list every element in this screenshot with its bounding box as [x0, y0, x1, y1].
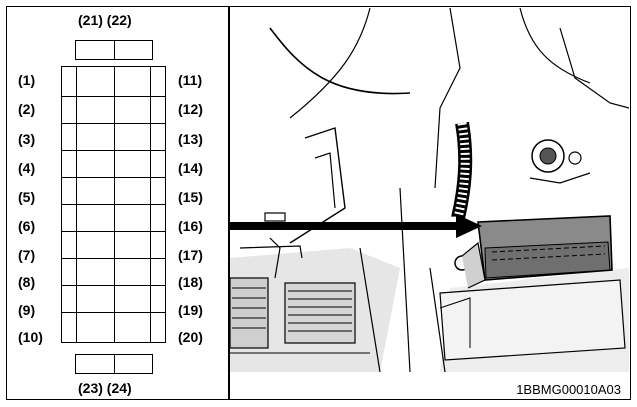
pedal-right: [284, 282, 356, 344]
bottom-fuse-labels: (23) (24): [78, 380, 132, 396]
bottom-fuse-pair: [75, 354, 153, 374]
top-fuse-labels: (21) (22): [78, 12, 132, 28]
fuse-label-19: (19): [178, 302, 203, 318]
figure-frame: [6, 6, 631, 400]
fuse-grid: [61, 66, 166, 343]
fuse-label-15: (15): [178, 189, 203, 205]
fuse-label-7: (7): [18, 247, 36, 263]
fuse-label-12: (12): [178, 101, 203, 117]
fuse-label-13: (13): [178, 131, 203, 147]
machine-line-art: [230, 8, 629, 372]
panel-divider: [228, 6, 230, 400]
fuse-label-10: (10): [18, 329, 43, 345]
fuse-label-6: (6): [18, 218, 36, 234]
fuse-box-component: [454, 215, 613, 289]
fuse-label-4: (4): [18, 160, 36, 176]
fuse-label-18: (18): [178, 274, 203, 290]
fuse-label-3: (3): [18, 131, 36, 147]
fuse-label-9: (9): [18, 302, 36, 318]
fuse-label-20: (20): [178, 329, 203, 345]
fuse-label-5: (5): [18, 189, 36, 205]
figure-code: 1BBMG00010A03: [516, 382, 621, 397]
fuse-label-17: (17): [178, 247, 203, 263]
fuse-label-1: (1): [18, 72, 36, 88]
top-fuse-pair: [75, 40, 153, 60]
pedal-left: [230, 277, 269, 349]
fuse-label-14: (14): [178, 160, 203, 176]
fuse-box-location-illustration: [230, 8, 629, 372]
fuse-label-16: (16): [178, 218, 203, 234]
fuse-label-8: (8): [18, 274, 36, 290]
fuse-label-11: (11): [178, 72, 203, 88]
fuse-label-2: (2): [18, 101, 36, 117]
pointer-arrow: [230, 214, 482, 238]
